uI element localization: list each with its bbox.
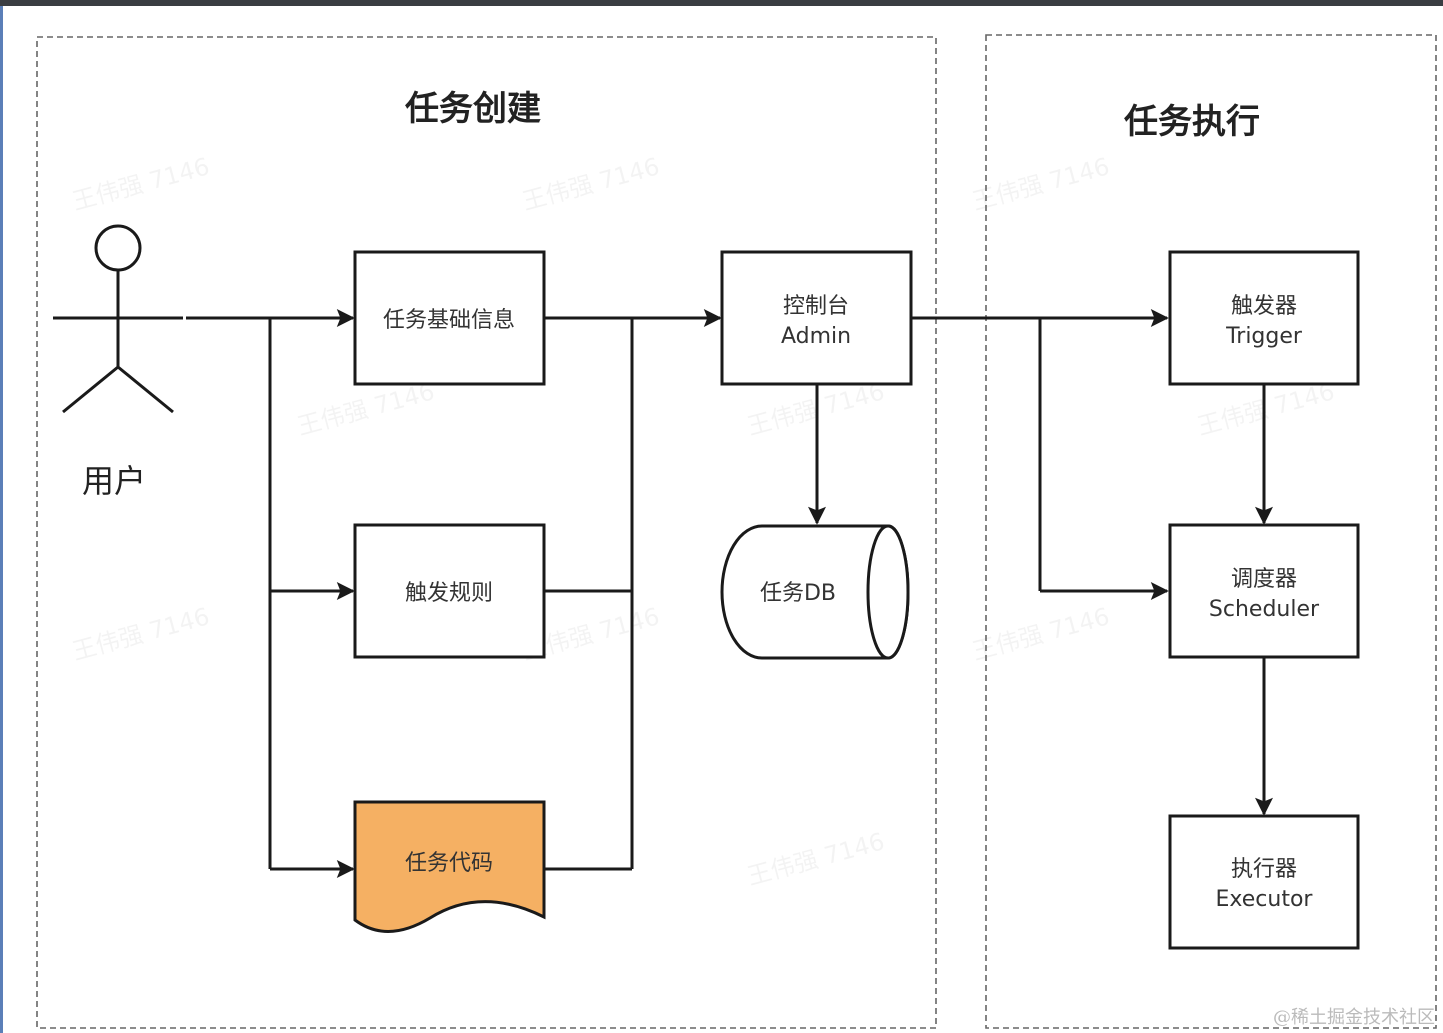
watermark: 王伟强 7146 xyxy=(969,602,1112,665)
node-admin: 控制台 Admin xyxy=(720,250,913,386)
node-executor-label-en: Executor xyxy=(1216,887,1314,912)
node-admin-label-cn: 控制台 xyxy=(783,294,849,319)
watermark: 王伟强 7146 xyxy=(69,152,212,215)
task-execution-region xyxy=(985,34,1437,1029)
actor-label: 用户 xyxy=(82,462,146,500)
node-trigger: 触发器 Trigger xyxy=(1168,250,1360,386)
watermark: 王伟强 7146 xyxy=(969,152,1112,215)
task-execution-title: 任务执行 xyxy=(1124,102,1260,142)
window-top-bar xyxy=(0,0,1443,6)
actor-right-leg xyxy=(117,365,174,414)
node-task-info-label: 任务基础信息 xyxy=(383,308,515,333)
window-left-edge xyxy=(0,6,3,1033)
node-task-db-label: 任务DB xyxy=(760,581,836,606)
watermark: 王伟强 7146 xyxy=(1194,377,1337,440)
node-scheduler: 调度器 Scheduler xyxy=(1168,523,1360,659)
watermark: 王伟强 7146 xyxy=(744,827,887,890)
node-trigger-rule: 触发规则 xyxy=(353,523,546,659)
source-credit: @稀土掘金技术社区 xyxy=(1273,1007,1435,1028)
node-executor: 执行器 Executor xyxy=(1168,814,1360,950)
actor-head xyxy=(94,224,142,272)
node-scheduler-label-cn: 调度器 xyxy=(1231,567,1297,592)
node-task-code-label: 任务代码 xyxy=(405,851,493,876)
watermark-layer: 王伟强 7146 王伟强 7146 王伟强 7146 王伟强 7146 王伟强 … xyxy=(69,152,1337,890)
task-code-document-shape xyxy=(353,800,546,933)
user-actor: 用户 xyxy=(53,224,183,500)
node-trigger-label-en: Trigger xyxy=(1225,324,1303,349)
watermark: 王伟强 7146 xyxy=(69,602,212,665)
node-executor-label-cn: 执行器 xyxy=(1231,857,1297,882)
task-creation-region xyxy=(36,36,937,1029)
watermark: 王伟强 7146 xyxy=(294,377,437,440)
node-admin-label-en: Admin xyxy=(781,324,851,349)
node-task-db: 任务DB xyxy=(720,524,910,660)
node-scheduler-label-en: Scheduler xyxy=(1209,597,1320,622)
node-task-code: 任务代码 xyxy=(353,800,546,933)
node-trigger-rule-label: 触发规则 xyxy=(405,581,493,606)
node-trigger-label-cn: 触发器 xyxy=(1231,294,1297,319)
task-db-cylinder-end xyxy=(866,524,910,660)
watermark: 王伟强 7146 xyxy=(519,152,662,215)
task-creation-title: 任务创建 xyxy=(405,89,541,129)
actor-left-leg xyxy=(62,365,119,414)
node-task-info: 任务基础信息 xyxy=(353,250,546,386)
